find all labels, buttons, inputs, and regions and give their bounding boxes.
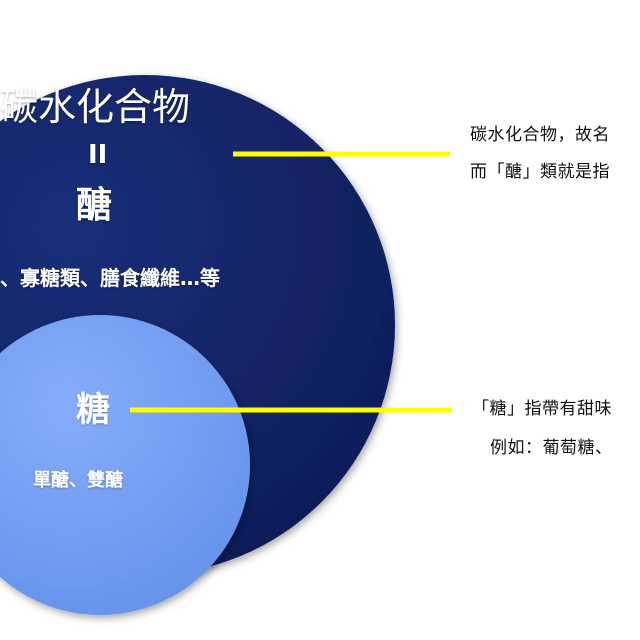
outer-circle-term: 醣 <box>76 185 113 226</box>
note-top-line-1: 碳水化合物，故名 <box>470 125 610 145</box>
note-top-line-2: 而「醣」類就是指 <box>470 162 610 182</box>
inner-circle <box>0 315 250 615</box>
equals-sign: II <box>88 140 108 170</box>
inner-circle-title: 糖 <box>76 390 110 430</box>
outer-circle-examples: 、寡糖類、膳食纖維…等 <box>0 266 220 290</box>
note-bottom-line-2: 例如：葡萄糖、 <box>490 438 613 458</box>
outer-circle-title: 碳水化合物 <box>0 85 191 129</box>
inner-circle-examples: 單醣、雙醣 <box>33 470 123 491</box>
note-bottom-line-1: 「糖」指帶有甜味 <box>472 399 612 419</box>
